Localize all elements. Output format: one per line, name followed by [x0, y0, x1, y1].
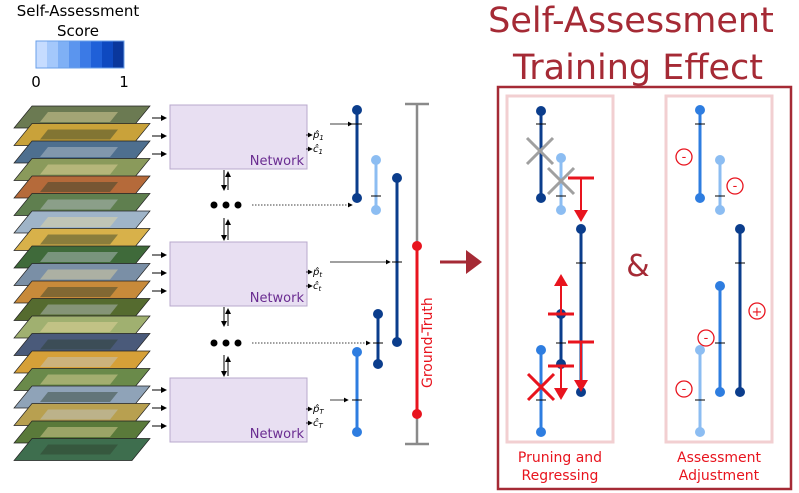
score-legend: Self-Assessment Score 0 1 — [17, 2, 140, 91]
video-frame-stack — [13, 105, 151, 461]
pruning-panel: Pruning and Regressing — [505, 94, 615, 484]
network-box-2: Network p̂t ĉt — [169, 241, 322, 307]
network-output-ticks — [306, 132, 313, 426]
legend-gradient-cell — [36, 41, 48, 68]
ellipsis-dots — [210, 201, 242, 347]
video-frame-detail — [40, 427, 118, 437]
network-label-2: Network — [250, 291, 305, 306]
legend-gradient-cell — [47, 41, 59, 68]
video-frame-detail — [40, 374, 118, 385]
legend-max-label: 1 — [119, 73, 129, 91]
legend-title-line1: Self-Assessment — [17, 2, 140, 20]
video-frame-detail — [40, 287, 118, 297]
legend-gradient-cell — [102, 41, 114, 68]
effect-title-line2: Training Effect — [512, 48, 763, 88]
video-frame-detail — [40, 409, 118, 420]
adjustment-caption-line1: Assessment — [677, 450, 761, 466]
legend-title-line2: Score — [57, 22, 99, 40]
video-frame-detail — [40, 199, 118, 210]
ground-truth-label: Ground-Truth — [420, 297, 436, 388]
network-output-p-1: p̂1 — [312, 129, 324, 142]
video-frame-detail — [40, 392, 118, 402]
video-frame — [13, 438, 151, 461]
minus-sign-1: - — [682, 150, 687, 165]
video-frame-detail — [40, 304, 118, 315]
ground-truth-interval: Ground-Truth — [405, 102, 436, 446]
frame-to-network-arrows — [152, 115, 167, 429]
pruning-caption-line1: Pruning and — [518, 450, 602, 466]
adjustment-caption-line2: Adjustment — [679, 468, 760, 484]
effect-box — [496, 85, 793, 491]
network-output-p-2: p̂t — [312, 266, 322, 279]
predicted-intervals — [352, 105, 402, 437]
video-frame-detail — [40, 444, 118, 455]
network-output-c-1: ĉ1 — [313, 143, 323, 156]
video-frame-detail — [40, 147, 118, 157]
video-frame-detail — [40, 164, 118, 175]
legend-gradient-cell — [80, 41, 92, 68]
video-frame-detail — [40, 182, 118, 192]
video-frame-detail — [40, 217, 118, 227]
output-to-interval-arrows — [252, 121, 391, 403]
network-box-3: Network p̂T ĉT — [169, 377, 324, 443]
plus-sign: + — [752, 305, 763, 320]
effect-title-line1: Self-Assessment — [488, 1, 774, 41]
video-frame-detail — [40, 129, 118, 140]
pruning-caption-line2: Regressing — [522, 468, 599, 484]
legend-gradient-cell — [113, 41, 125, 68]
video-frame-detail — [40, 357, 118, 367]
minus-sign-4: - — [682, 382, 687, 397]
legend-gradient-bar — [36, 41, 125, 68]
video-frame-detail — [40, 252, 118, 262]
video-frame-detail — [40, 322, 118, 332]
legend-gradient-cell — [69, 41, 81, 68]
video-frame-detail — [40, 269, 118, 280]
network-output-c-2: ĉt — [313, 280, 322, 293]
network-output-p-3: p̂T — [312, 403, 324, 416]
network-label-1: Network — [250, 154, 305, 169]
ampersand: & — [626, 249, 649, 284]
network-output-c-3: ĉT — [313, 417, 324, 430]
minus-sign-2: - — [733, 179, 738, 194]
network-label-3: Network — [250, 427, 305, 442]
video-frame-detail — [40, 234, 118, 245]
legend-gradient-cell — [58, 41, 70, 68]
video-frame-detail — [40, 112, 118, 122]
transition-arrow — [440, 250, 482, 274]
minus-sign-3: - — [704, 331, 709, 346]
network-box-1: Network p̂1 ĉ1 — [169, 104, 324, 170]
recurrent-connections — [221, 170, 231, 377]
legend-gradient-cell — [91, 41, 103, 68]
video-frame-detail — [40, 339, 118, 350]
adjustment-panel: - - + - - Assessment Adjustment — [664, 94, 774, 484]
legend-min-label: 0 — [31, 73, 41, 91]
